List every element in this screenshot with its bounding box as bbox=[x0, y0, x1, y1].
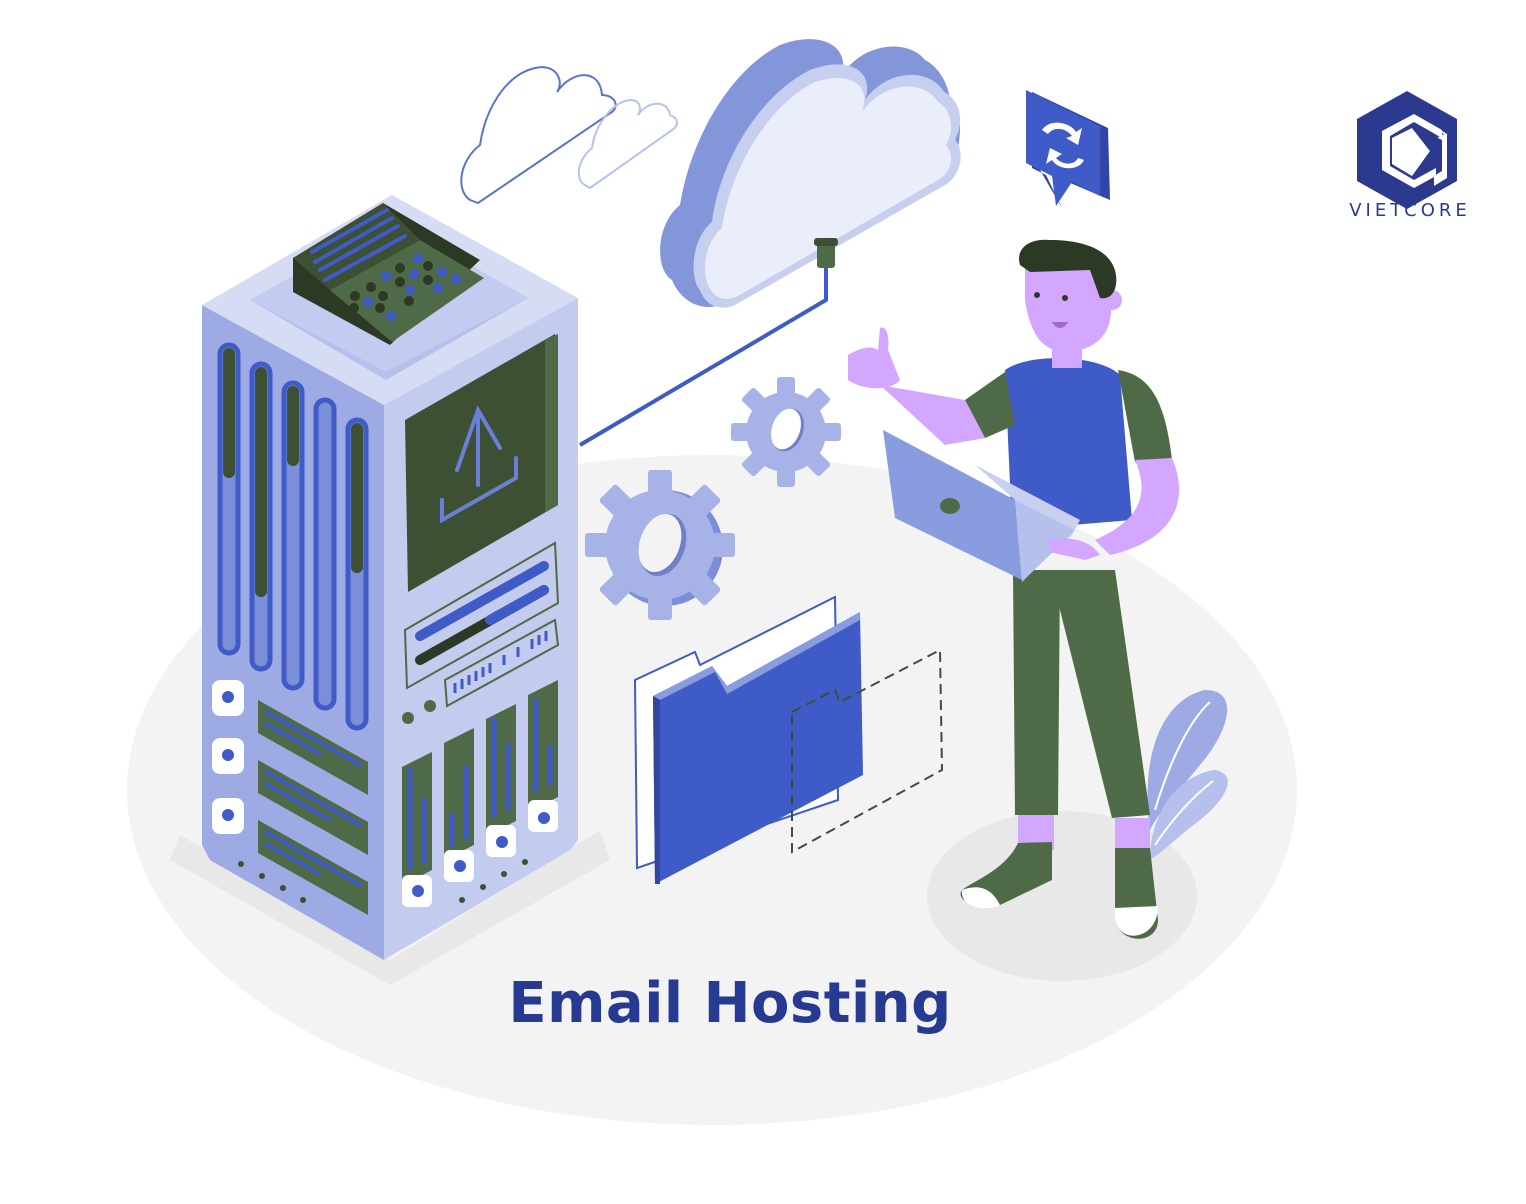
server-tower-icon bbox=[202, 195, 578, 960]
brand-name: VIETCORE bbox=[1349, 200, 1471, 221]
drive-buttons bbox=[212, 680, 244, 834]
cloud-icon bbox=[660, 39, 961, 308]
cable bbox=[578, 238, 838, 447]
control-panel-icon bbox=[293, 203, 484, 345]
dashed-folder-outline-icon bbox=[791, 648, 944, 854]
progress-panel bbox=[402, 541, 560, 724]
sync-chat-bubble-icon bbox=[1026, 90, 1110, 208]
outline-cloud-icon bbox=[577, 98, 678, 190]
upload-screen-icon bbox=[405, 334, 558, 592]
hexagon-cube-logo-icon bbox=[1340, 86, 1480, 226]
gear-icon bbox=[585, 470, 735, 620]
right-drive-bays bbox=[402, 680, 558, 907]
person-with-laptop bbox=[848, 239, 1180, 939]
server-shadow bbox=[170, 830, 610, 985]
outline-cloud-icon bbox=[460, 66, 617, 205]
vent-slots bbox=[217, 342, 369, 731]
folder-icon bbox=[633, 595, 863, 884]
page-title: Email Hosting bbox=[508, 971, 952, 1036]
plant-leaves-icon bbox=[1147, 690, 1228, 860]
gear-icon bbox=[731, 377, 841, 487]
